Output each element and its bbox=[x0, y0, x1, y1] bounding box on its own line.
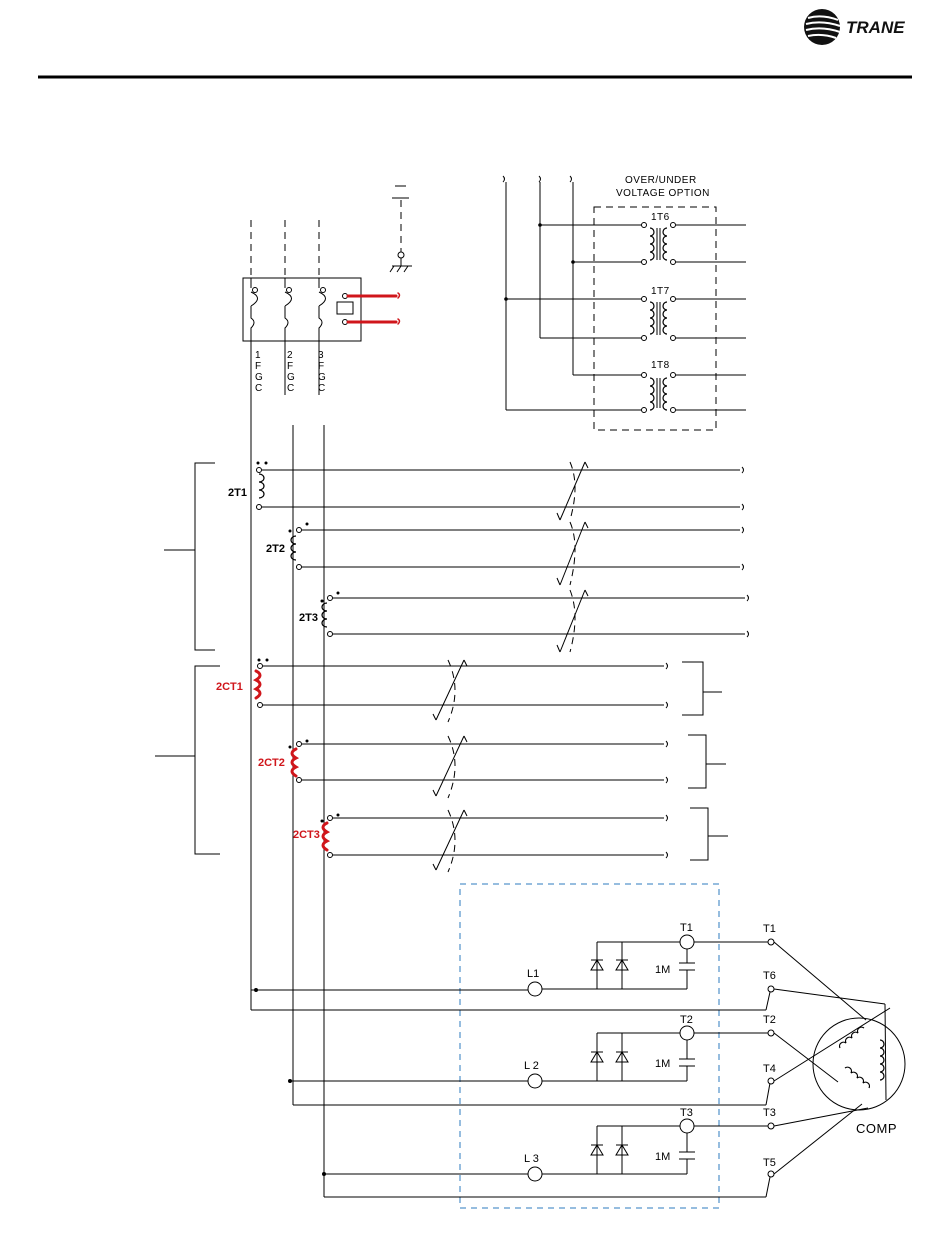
contactor-label-2: 1M bbox=[655, 1058, 670, 1070]
compressor-label: COMP bbox=[856, 1121, 897, 1136]
starter-output-label-2: T2 bbox=[680, 1014, 693, 1026]
voltage-option-title-1: OVER/UNDER bbox=[625, 175, 697, 186]
transformer-1t8: 1T8 bbox=[506, 360, 746, 413]
motor-terminals: T1 T6 T2 T4 T3 T5 bbox=[763, 923, 776, 1177]
pt-2t1: 2T1 bbox=[228, 462, 744, 521]
starter: L1 T1 1M L 2 T bbox=[251, 884, 770, 1208]
switch-pole-1 bbox=[251, 278, 258, 341]
transformer-1t7-label: 1T7 bbox=[651, 286, 670, 297]
ct-2ct3-label: 2CT3 bbox=[293, 829, 320, 841]
motor-terminal-t6: T6 bbox=[763, 970, 776, 982]
motor-terminal-t2: T2 bbox=[763, 1014, 776, 1026]
transformer-1t6: 1T6 bbox=[540, 212, 746, 265]
fuse-2-line1: F bbox=[287, 361, 294, 372]
contactor-label-3: 1M bbox=[655, 1151, 670, 1163]
pt-2t2-label: 2T2 bbox=[266, 543, 285, 555]
starter-line-label-2: L 2 bbox=[524, 1060, 539, 1072]
transformer-1t8-label: 1T8 bbox=[651, 360, 670, 371]
transformer-1t7: 1T7 bbox=[506, 286, 746, 341]
main-bus bbox=[251, 341, 324, 1197]
starter-output-label-1: T1 bbox=[680, 922, 693, 934]
ct-2ct2: 2CT2 bbox=[258, 735, 726, 798]
pt-2t1-label: 2T1 bbox=[228, 487, 247, 499]
starter-line-label-3: L 3 bbox=[524, 1153, 539, 1165]
starter-line-label-1: L1 bbox=[527, 968, 539, 980]
transformer-1t6-label: 1T6 bbox=[651, 212, 670, 223]
pt-2t2: 2T2 bbox=[266, 522, 744, 585]
trane-logo: TRANE bbox=[804, 9, 905, 45]
switch-pole-2 bbox=[285, 278, 292, 341]
ground-symbol bbox=[390, 186, 412, 272]
brand-name: TRANE bbox=[846, 18, 905, 37]
compressor-motor: COMP bbox=[774, 942, 905, 1174]
voltage-option-title-2: VOLTAGE OPTION bbox=[616, 188, 710, 199]
ct-2ct3: 2CT3 bbox=[293, 808, 728, 872]
fuse-labels: 1 F G C 2 F G C 3 F G C bbox=[255, 350, 326, 394]
starter-phase-1: L1 T1 1M bbox=[251, 922, 768, 996]
voltage-option: OVER/UNDER VOLTAGE OPTION 1T6 1T7 bbox=[503, 175, 746, 430]
fuse-1-line2: G bbox=[255, 372, 263, 383]
motor-terminal-t5: T5 bbox=[763, 1157, 776, 1169]
fuse-2-line2: G bbox=[287, 372, 295, 383]
switch-pole-3 bbox=[319, 278, 326, 341]
incoming-lines bbox=[251, 220, 319, 278]
fuse-2-line3: C bbox=[287, 383, 295, 394]
header: TRANE bbox=[38, 9, 912, 77]
ct-2ct2-label: 2CT2 bbox=[258, 757, 285, 769]
pt-group: 2T1 2T2 2T3 bbox=[164, 462, 749, 653]
disconnect-switch bbox=[243, 278, 400, 341]
starter-phase-2: L 2 T2 1M bbox=[288, 1014, 768, 1088]
motor-terminal-t3: T3 bbox=[763, 1107, 776, 1119]
motor-terminal-t1: T1 bbox=[763, 923, 776, 935]
fuse-1-number: 1 bbox=[255, 350, 261, 361]
pt-2t3: 2T3 bbox=[299, 590, 749, 652]
contactor-label-1: 1M bbox=[655, 964, 670, 976]
fuse-2-number: 2 bbox=[287, 350, 293, 361]
fuse-1-line3: C bbox=[255, 383, 263, 394]
ct-2ct1-label: 2CT1 bbox=[216, 681, 243, 693]
starter-phase-3: L 3 T3 1M bbox=[322, 1107, 768, 1181]
ct-2ct1: 2CT1 bbox=[216, 659, 722, 723]
pt-2t3-label: 2T3 bbox=[299, 612, 318, 624]
fuse-1-line1: F bbox=[255, 361, 262, 372]
motor-terminal-t4: T4 bbox=[763, 1063, 776, 1075]
aux-contact bbox=[337, 293, 400, 325]
starter-output-label-3: T3 bbox=[680, 1107, 693, 1119]
ct-group: 2CT1 2CT2 2CT3 bbox=[155, 659, 728, 873]
